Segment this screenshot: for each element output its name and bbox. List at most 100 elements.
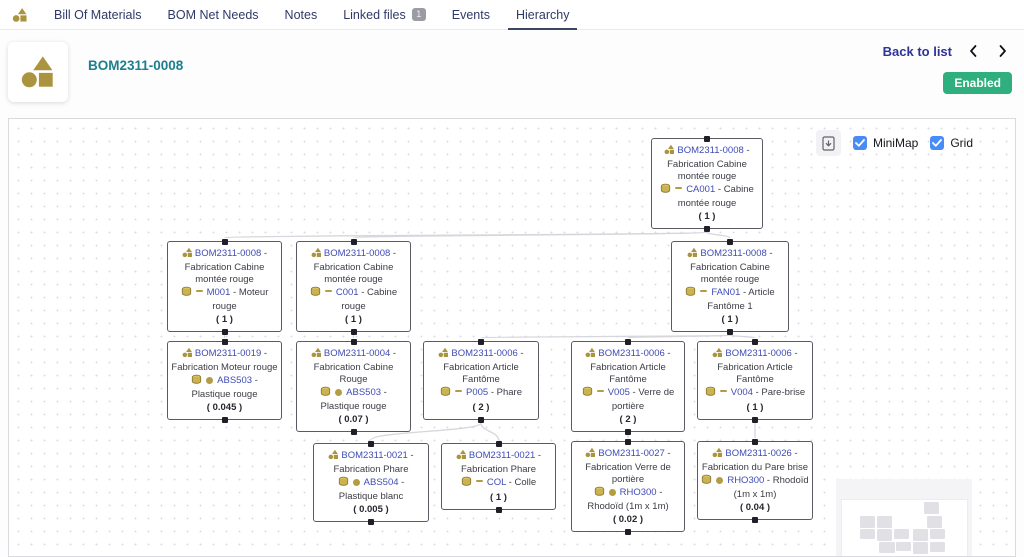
stock-dot-icon bbox=[206, 377, 214, 384]
bom-icon bbox=[328, 449, 339, 464]
next-item-button[interactable] bbox=[994, 42, 1012, 60]
bom-link[interactable]: BOM2311-0021 bbox=[468, 450, 536, 461]
article-link[interactable]: P005 bbox=[466, 387, 489, 398]
download-file-icon bbox=[822, 135, 835, 151]
node-quantity: ( 1 ) bbox=[345, 314, 362, 325]
graph-edge bbox=[352, 231, 708, 239]
article-icon bbox=[320, 386, 331, 401]
bom-link[interactable]: BOM2311-0008 bbox=[323, 248, 391, 259]
minimap-checkbox[interactable] bbox=[852, 136, 867, 150]
article-link[interactable]: V005 bbox=[607, 387, 630, 398]
graph-node-fan01[interactable]: BOM2311-0008 - Fabrication Cabine montée… bbox=[671, 238, 789, 335]
node-quantity: ( 1 ) bbox=[490, 492, 507, 503]
node-quantity: ( 1 ) bbox=[746, 402, 764, 413]
tab-label: Notes bbox=[284, 7, 318, 22]
graph-node-rho300-verre[interactable]: BOM2311-0027 - Fabrication Verre de port… bbox=[571, 438, 685, 535]
article-desc: - Pare-brise bbox=[752, 387, 806, 398]
article-desc: - Plastique rouge bbox=[191, 375, 258, 400]
hierarchy-canvas[interactable]: BOM2311-0008 - Fabrication Cabine montée… bbox=[8, 118, 1016, 557]
back-to-list-link[interactable]: Back to list bbox=[882, 43, 952, 59]
check-icon bbox=[855, 139, 865, 147]
chevron-right-icon bbox=[999, 45, 1006, 57]
bom-link[interactable]: BOM2311-0006 bbox=[451, 348, 518, 359]
article-link[interactable]: V004 bbox=[730, 387, 753, 398]
bom-link[interactable]: BOM2311-0021 bbox=[341, 450, 408, 461]
bom-icon bbox=[585, 447, 596, 462]
bom-link[interactable]: BOM2311-0006 bbox=[598, 348, 665, 359]
article-icon bbox=[660, 183, 671, 198]
article-desc: - Phare bbox=[488, 387, 522, 398]
article-desc: - Cabine montée rouge bbox=[677, 184, 754, 209]
graph-node-root[interactable]: BOM2311-0008 - Fabrication Cabine montée… bbox=[651, 135, 763, 232]
bom-link[interactable]: BOM2311-0008 bbox=[700, 248, 767, 259]
minimap-node bbox=[860, 515, 876, 528]
article-link[interactable]: M001 bbox=[206, 287, 231, 298]
bom-link[interactable]: BOM2311-0004 bbox=[323, 348, 391, 359]
node-quantity: ( 0.04 ) bbox=[739, 502, 771, 513]
graph-node-p005[interactable]: BOM2311-0006 - Fabrication Article Fantô… bbox=[423, 338, 539, 423]
export-image-button[interactable] bbox=[815, 130, 841, 156]
graph-node-v004[interactable]: BOM2311-0006 - Fabrication Article Fantô… bbox=[697, 338, 813, 423]
previous-item-button[interactable] bbox=[964, 42, 982, 60]
minimap-toggle[interactable]: MiniMap bbox=[852, 136, 918, 150]
grid-checkbox[interactable] bbox=[930, 136, 945, 150]
article-icon bbox=[594, 486, 605, 501]
article-link[interactable]: COL bbox=[486, 477, 507, 488]
article-desc: - Moteur rouge bbox=[212, 287, 269, 312]
article-link[interactable]: ABS504 bbox=[363, 477, 399, 488]
article-link[interactable]: CA001 bbox=[686, 184, 716, 195]
graph-node-m001[interactable]: BOM2311-0008 - Fabrication Cabine montée… bbox=[167, 238, 282, 335]
tab-bill-of-materials[interactable]: Bill Of Materials bbox=[54, 0, 142, 30]
graph-node-v005[interactable]: BOM2311-0006 - Fabrication Article Fantô… bbox=[571, 338, 685, 435]
graph-node-rho300-parebrise[interactable]: BOM2311-0026 - Fabrication du Pare brise… bbox=[697, 438, 813, 523]
bom-desc: - Fabrication Cabine montée rouge bbox=[313, 248, 397, 285]
bom-desc: - Fabrication Cabine montée rouge bbox=[667, 145, 750, 182]
article-desc: - Rhodoïd (1m x 1m) bbox=[587, 487, 669, 512]
node-quantity: ( 0.045 ) bbox=[206, 402, 243, 413]
article-link[interactable]: ABS503 bbox=[217, 375, 253, 386]
article-desc: - Verre de portière bbox=[611, 387, 675, 412]
article-link[interactable]: RHO300 bbox=[619, 487, 657, 498]
article-desc: - Article Fantôme 1 bbox=[707, 287, 775, 312]
minimap-node bbox=[923, 502, 939, 514]
graph-node-c001[interactable]: BOM2311-0008 - Fabrication Cabine montée… bbox=[296, 238, 411, 335]
bom-link[interactable]: BOM2311-0008 bbox=[194, 248, 262, 259]
bom-icon bbox=[712, 347, 723, 362]
grid-toggle[interactable]: Grid bbox=[930, 136, 973, 150]
bom-desc: - Fabrication Phare bbox=[461, 450, 542, 475]
article-desc: - Cabine rouge bbox=[341, 287, 398, 312]
canvas-toolbar: MiniMap Grid bbox=[815, 130, 973, 156]
minimap[interactable] bbox=[836, 479, 972, 556]
bom-link[interactable]: BOM2311-0027 bbox=[598, 448, 665, 459]
stock-dash-icon bbox=[719, 390, 727, 392]
tab-events[interactable]: Events bbox=[452, 0, 490, 30]
bom-icon bbox=[311, 247, 322, 262]
minimap-node bbox=[879, 542, 895, 553]
article-icon bbox=[181, 286, 192, 301]
bom-link[interactable]: BOM2311-0008 bbox=[677, 145, 744, 156]
bom-desc: - Fabrication Cabine montée rouge bbox=[690, 248, 773, 285]
bom-icon bbox=[182, 247, 193, 262]
bom-link[interactable]: BOM2311-0006 bbox=[725, 348, 792, 359]
minimap-node bbox=[926, 515, 943, 528]
bom-link[interactable]: BOM2311-0026 bbox=[725, 448, 792, 459]
bom-link[interactable]: BOM2311-0019 bbox=[194, 348, 262, 359]
node-quantity: ( 0.005 ) bbox=[353, 504, 389, 515]
app-bom-icon bbox=[12, 7, 28, 23]
article-link[interactable]: FAN01 bbox=[711, 287, 741, 298]
minimap-node bbox=[877, 515, 893, 528]
node-quantity: ( 1 ) bbox=[721, 314, 739, 325]
minimap-node bbox=[929, 528, 946, 540]
tab-notes[interactable]: Notes bbox=[285, 0, 318, 30]
article-link[interactable]: RHO300 bbox=[727, 475, 765, 486]
tab-bom-net-needs[interactable]: BOM Net Needs bbox=[168, 0, 259, 30]
article-link[interactable]: C001 bbox=[335, 287, 359, 298]
tab-hierarchy[interactable]: Hierarchy bbox=[508, 0, 577, 30]
article-link[interactable]: ABS503 bbox=[346, 387, 382, 398]
tab-bar: Bill Of Materials BOM Net Needs Notes Linke… bbox=[0, 0, 1024, 30]
